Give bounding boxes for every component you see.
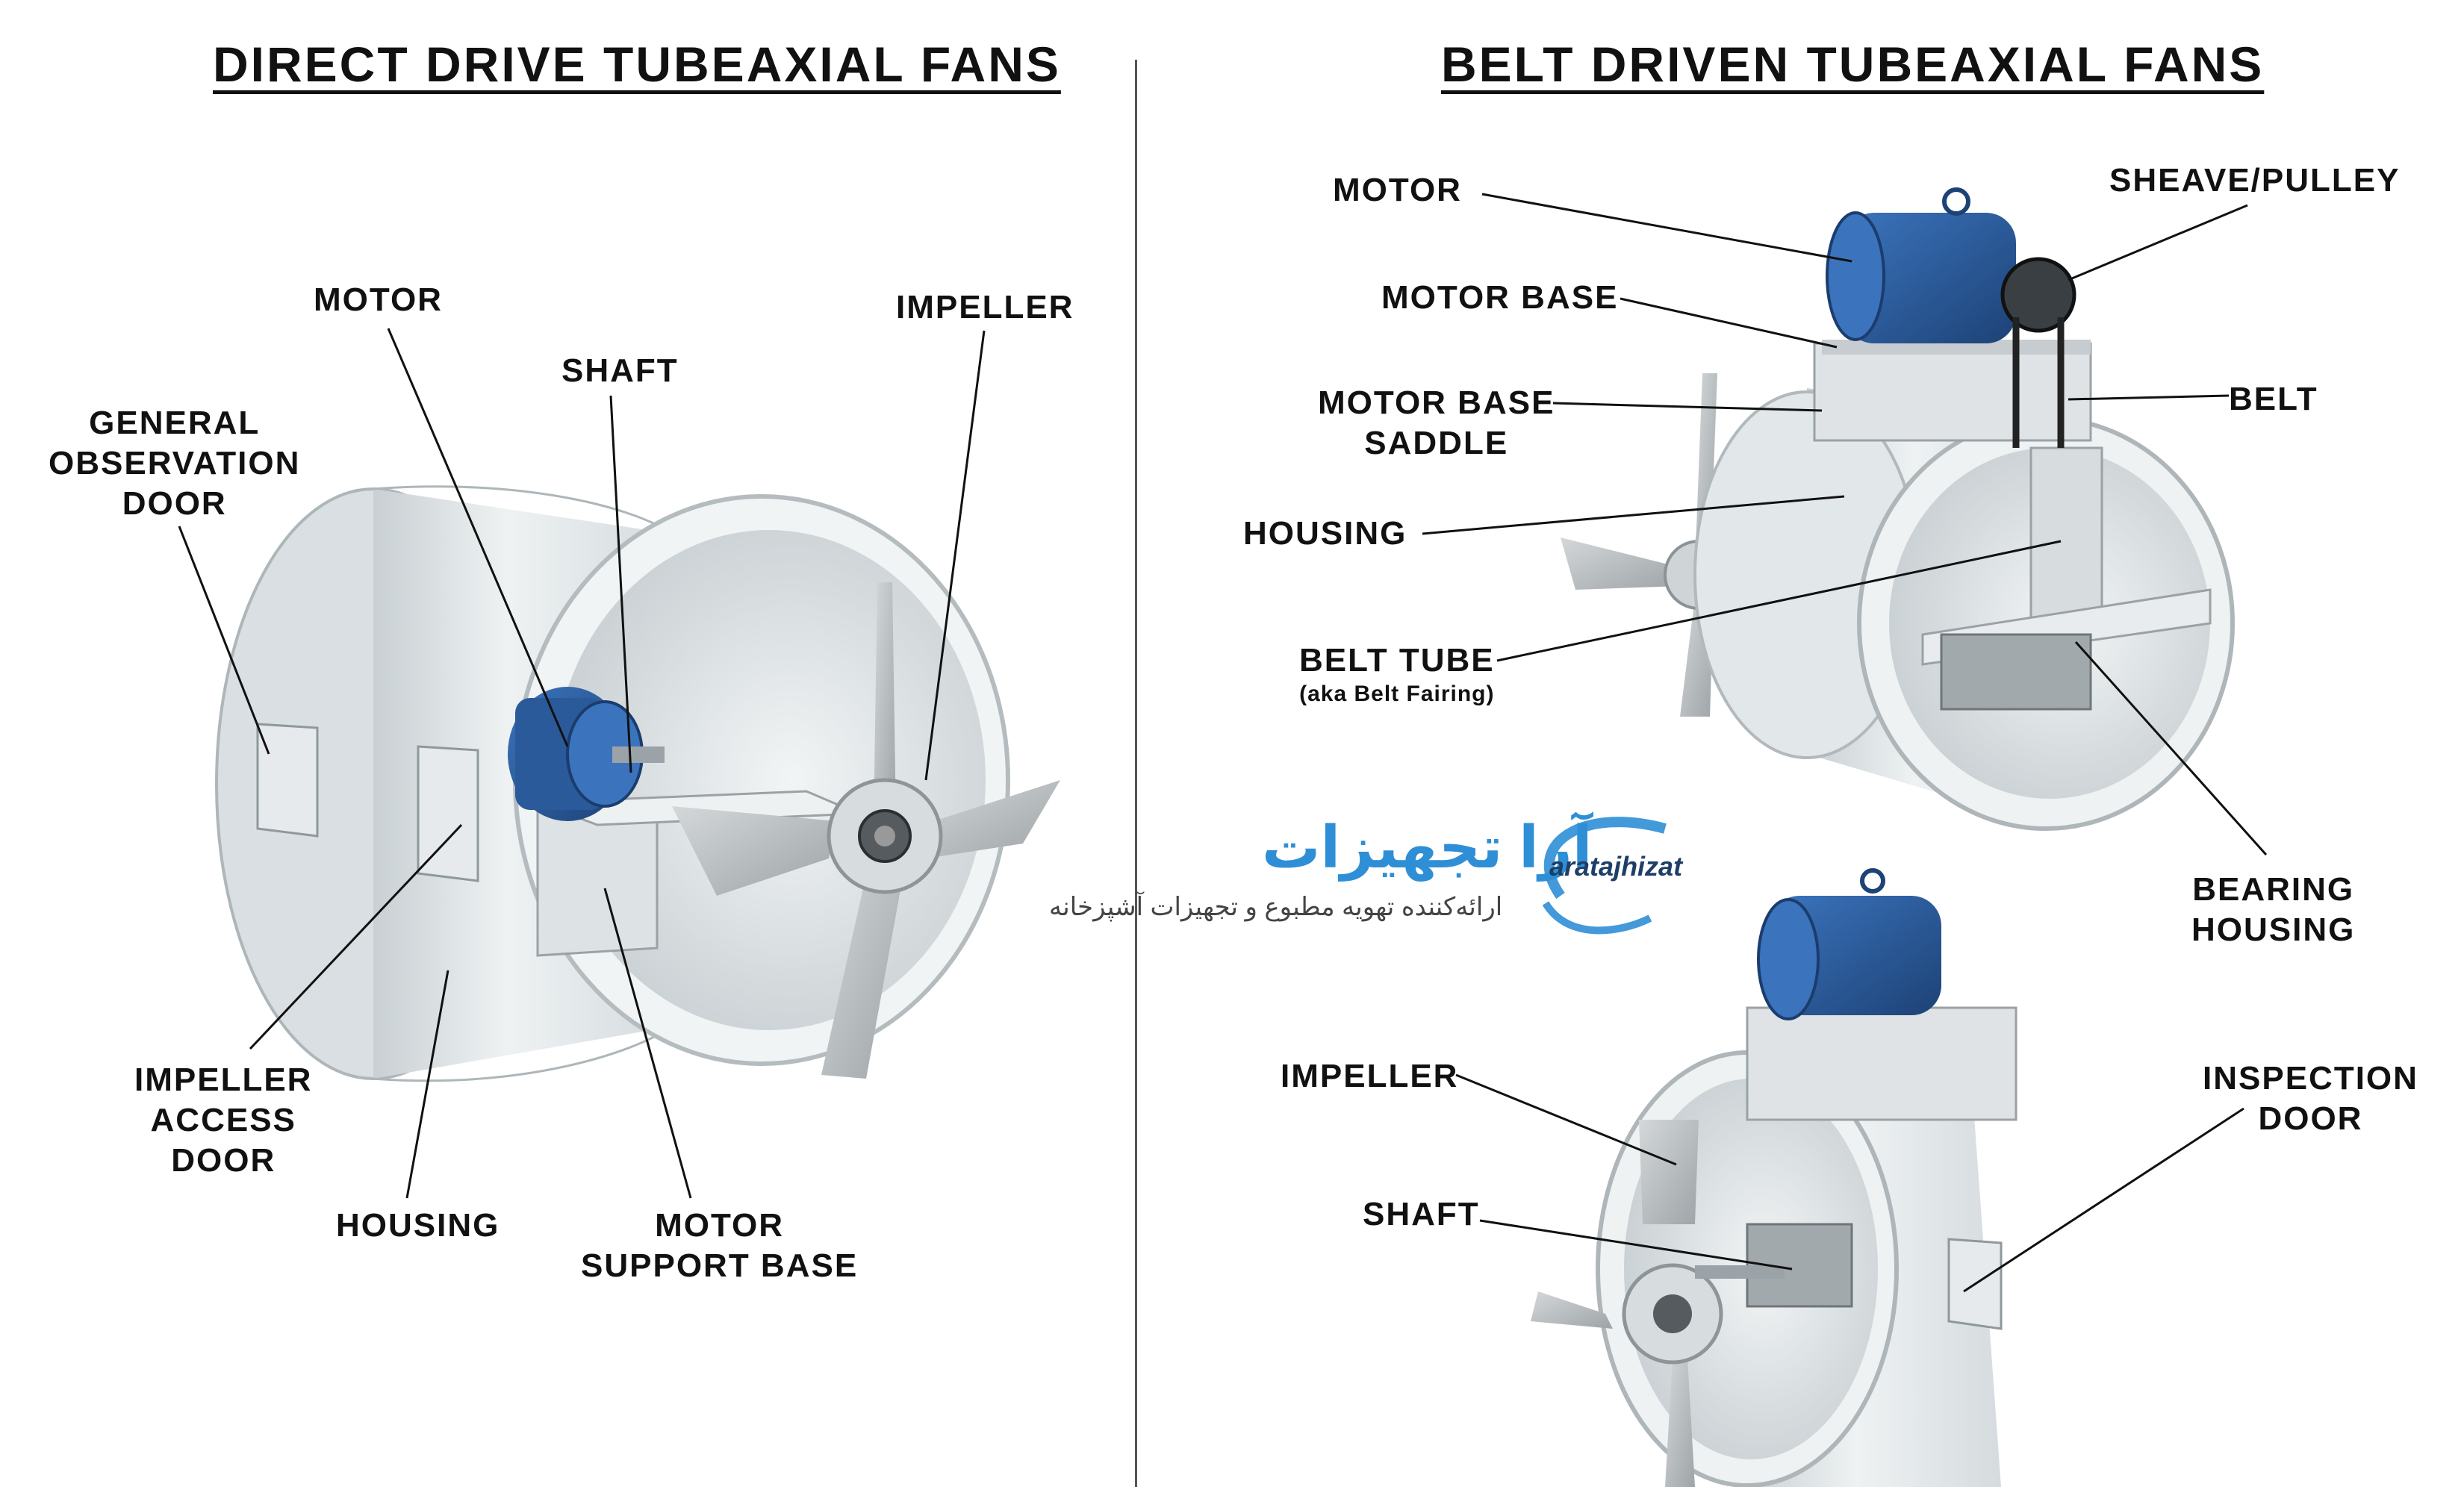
label-bearing-housing: BEARING HOUSING: [2191, 870, 2355, 950]
label-line: SADDLE: [1364, 425, 1509, 461]
label-general-observation-door: GENERAL OBSERVATION DOOR: [49, 403, 300, 524]
label-left-shaft: SHAFT: [561, 352, 679, 389]
label-belt-tube: BELT TUBE (aka Belt Fairing): [1299, 640, 1495, 708]
belt-tube: [2029, 446, 2103, 629]
label-line: BEARING: [2192, 871, 2355, 908]
blade-left: [672, 806, 836, 896]
label-line: GENERAL: [89, 405, 261, 441]
label-line: MOTOR: [655, 1207, 785, 1244]
direct-drive-fan: [215, 485, 1060, 1082]
top-motor: [1844, 213, 2016, 343]
label-motor-base-saddle: MOTOR BASE SADDLE: [1318, 383, 1555, 464]
watermark-brand-en: aratajhizat: [1549, 851, 1683, 882]
label-right-shaft: SHAFT: [1363, 1196, 1480, 1232]
watermark-brand-fa: آرا تجهیزات: [1262, 814, 1593, 880]
label-belt-tube-note: (aka Belt Fairing): [1299, 682, 1495, 706]
watermark-tagline-fa: ارائه‌کننده تهویه مطبوع و تجهیزات آشپزخا…: [1049, 893, 1503, 921]
impeller-access-door: [417, 745, 479, 882]
label-sheave-pulley: SHEAVE/PULLEY: [2109, 162, 2401, 199]
bearing-housing: [1940, 633, 2092, 711]
leader-lines: [178, 193, 2268, 1293]
right-section-title: BELT DRIVEN TUBEAXIAL FANS: [1441, 37, 2265, 92]
label-impeller-access-door: IMPELLER ACCESS DOOR: [134, 1060, 312, 1181]
blade-top: [874, 582, 896, 821]
label-motor-base: MOTOR BASE: [1381, 279, 1619, 316]
label-right-impeller: IMPELLER: [1281, 1058, 1459, 1094]
label-line: INSPECTION: [2203, 1060, 2418, 1097]
label-right-housing: HOUSING: [1243, 515, 1407, 552]
label-inspection-door: INSPECTION DOOR: [2203, 1059, 2418, 1139]
direct-shaft: [612, 746, 665, 763]
label-left-housing: HOUSING: [336, 1207, 500, 1244]
label-line: DOOR: [171, 1142, 276, 1179]
sheave: [2000, 257, 2076, 333]
label-line: DOOR: [122, 485, 227, 522]
label-line: DOOR: [2258, 1100, 2363, 1137]
label-left-impeller: IMPELLER: [896, 289, 1074, 325]
belt-driven-fan-bottom: [1531, 868, 2017, 1487]
label-line: HOUSING: [2191, 911, 2356, 948]
blade-right: [911, 780, 1060, 858]
saddle: [1813, 342, 2092, 442]
label-motor-support-base: MOTOR SUPPORT BASE: [581, 1206, 858, 1286]
label-belt: BELT: [2229, 381, 2318, 417]
label-line: BELT TUBE: [1299, 642, 1495, 679]
belt-driven-fan-top: [1561, 187, 2235, 831]
label-right-motor: MOTOR: [1333, 172, 1462, 208]
section-divider: [1135, 60, 1137, 1487]
label-line: MOTOR BASE: [1318, 384, 1555, 421]
left-section-title: DIRECT DRIVE TUBEAXIAL FANS: [213, 37, 1061, 92]
observation-door: [256, 723, 319, 838]
label-line: ACCESS: [150, 1102, 296, 1138]
label-line: IMPELLER: [134, 1062, 313, 1098]
label-line: SUPPORT BASE: [581, 1247, 859, 1284]
label-line: OBSERVATION: [49, 445, 301, 481]
label-left-motor: MOTOR: [314, 281, 443, 318]
watermark-swoosh: [1542, 817, 1667, 935]
bottom-shaft: [1695, 1265, 1785, 1279]
blade-bottom: [821, 858, 903, 1079]
